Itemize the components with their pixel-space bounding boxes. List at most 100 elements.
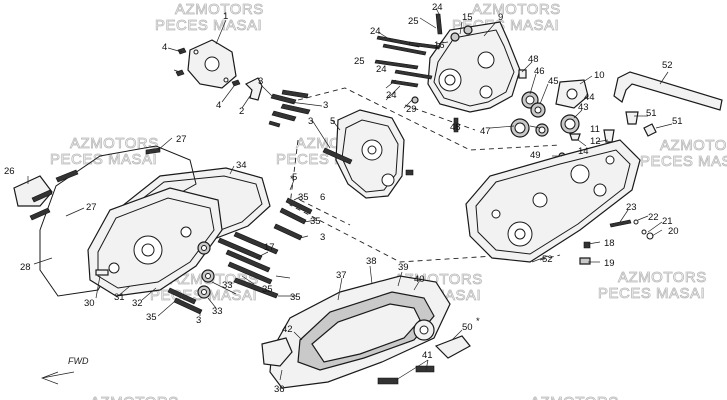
callout-44: 44: [584, 92, 595, 103]
callout-24: 24: [376, 64, 387, 75]
callout-star: *: [476, 316, 480, 327]
watermark-text: AZMOTORS: [660, 137, 727, 154]
part-inner-housing: [322, 109, 414, 199]
callout-52: 52: [542, 254, 553, 265]
watermark-text: AZMOTORS: [472, 1, 561, 18]
callout-3: 3: [320, 232, 325, 243]
watermark-text: PECES MASAI: [598, 285, 705, 302]
callout-51: 51: [672, 116, 683, 127]
callout-19: 19: [604, 258, 615, 269]
callout-16: 16: [434, 40, 445, 51]
watermark-text: AZMOTORS: [90, 394, 179, 400]
callout-24: 24: [370, 26, 381, 37]
fitting-group: [558, 111, 657, 160]
callout-42: 42: [282, 324, 293, 335]
callout-24: 24: [432, 2, 443, 13]
callout-5: 5: [330, 116, 335, 127]
callout-15: 15: [462, 12, 473, 23]
callout-28: 28: [20, 262, 31, 273]
callout-3: 3: [258, 76, 263, 87]
callout-20: 20: [668, 226, 679, 237]
callout-43: 43: [578, 102, 589, 113]
callout-32: 32: [132, 298, 143, 309]
part-bracket: [244, 77, 263, 101]
callout-34: 34: [236, 160, 247, 171]
callout-3: 3: [308, 116, 313, 127]
part-small-left: [13, 147, 161, 276]
forward-direction-indicator: FWD: [41, 356, 89, 385]
callout-46: 46: [534, 66, 545, 77]
callout-21: 21: [662, 216, 673, 227]
drain-parts: [579, 219, 654, 265]
callout-41: 41: [422, 350, 433, 361]
callout-37: 37: [336, 270, 347, 281]
callout-9: 9: [498, 12, 503, 23]
part-cover-plate: [175, 39, 241, 89]
callout-33: 33: [212, 306, 223, 317]
callout-33: 33: [222, 280, 233, 291]
callout-24: 24: [386, 90, 397, 101]
leader-lines: [27, 7, 673, 381]
callout-52: 52: [662, 60, 673, 71]
callout-14: 14: [578, 146, 589, 157]
watermark-text: AZMOTORS: [175, 1, 264, 18]
watermark-text: PECES MASAI: [50, 151, 157, 168]
callout-25: 25: [354, 56, 365, 67]
callout-12: 12: [590, 136, 601, 147]
watermark-text: AZMOTORS: [618, 269, 707, 286]
callout-22: 22: [648, 212, 659, 223]
callout-11: 11: [590, 124, 600, 135]
callout-10: 10: [594, 70, 605, 81]
watermark-text: PECES MASAI: [640, 153, 727, 170]
callout-26: 26: [4, 166, 15, 177]
bearing-group: [510, 69, 589, 138]
callout-35: 35: [298, 192, 309, 203]
callout-35: 35: [310, 216, 321, 227]
callout-17: 17: [264, 242, 275, 253]
callout-47: 47: [480, 126, 491, 137]
part-crankcase-right: [465, 139, 641, 263]
callout-45: 45: [548, 76, 559, 87]
callout-38: 38: [366, 256, 377, 267]
callout-4: 4: [216, 100, 221, 111]
callout-31: 31: [114, 292, 125, 303]
watermark-text: AZMOTORS: [170, 271, 259, 288]
bolt-group-right: [167, 197, 313, 315]
part-breather-hose: [613, 71, 723, 111]
part-outer-cover: [261, 275, 471, 389]
callout-27: 27: [176, 134, 187, 145]
callout-3: 3: [196, 315, 201, 326]
bolt-group-upper: [268, 89, 311, 128]
part-crankcase-upper: [427, 21, 521, 113]
callout-35: 35: [290, 292, 301, 303]
callout-30: 30: [84, 298, 95, 309]
callout-1: 1: [223, 11, 228, 22]
callout-48: 48: [528, 54, 539, 65]
callout-25: 25: [408, 16, 419, 27]
part-crankcase-left: [87, 187, 223, 297]
callout-40: 40: [414, 274, 425, 285]
callout-50: 50: [462, 322, 473, 333]
callout-3: 3: [323, 100, 328, 111]
callout-48: 48: [450, 122, 461, 133]
watermark-text: AZMOTORS: [70, 135, 159, 152]
callout-star: *: [290, 174, 294, 185]
callout-29: 29: [406, 104, 417, 115]
watermark-text: AZMOTORS: [530, 394, 619, 400]
callout-labels: 1 2 3 3 3 3 3 4 4 5 5 26 9 10 11 12 14 1…: [4, 2, 683, 395]
callout-35: 35: [146, 312, 157, 323]
callout-49: 49: [530, 150, 541, 161]
callout-6: 6: [320, 192, 325, 203]
forward-label: FWD: [68, 356, 89, 366]
callout-39: 39: [398, 262, 409, 273]
callout-51: 51: [646, 108, 657, 119]
callout-36: 36: [274, 384, 285, 395]
callout-27: 27: [86, 202, 97, 213]
callout-2: 2: [239, 106, 244, 117]
callout-5: 5: [292, 172, 297, 183]
callout-35: 35: [262, 284, 273, 295]
callout-23: 23: [626, 202, 637, 213]
assembly-guide-lines: [289, 87, 561, 263]
watermark-text: PECES MASAI: [155, 17, 262, 34]
